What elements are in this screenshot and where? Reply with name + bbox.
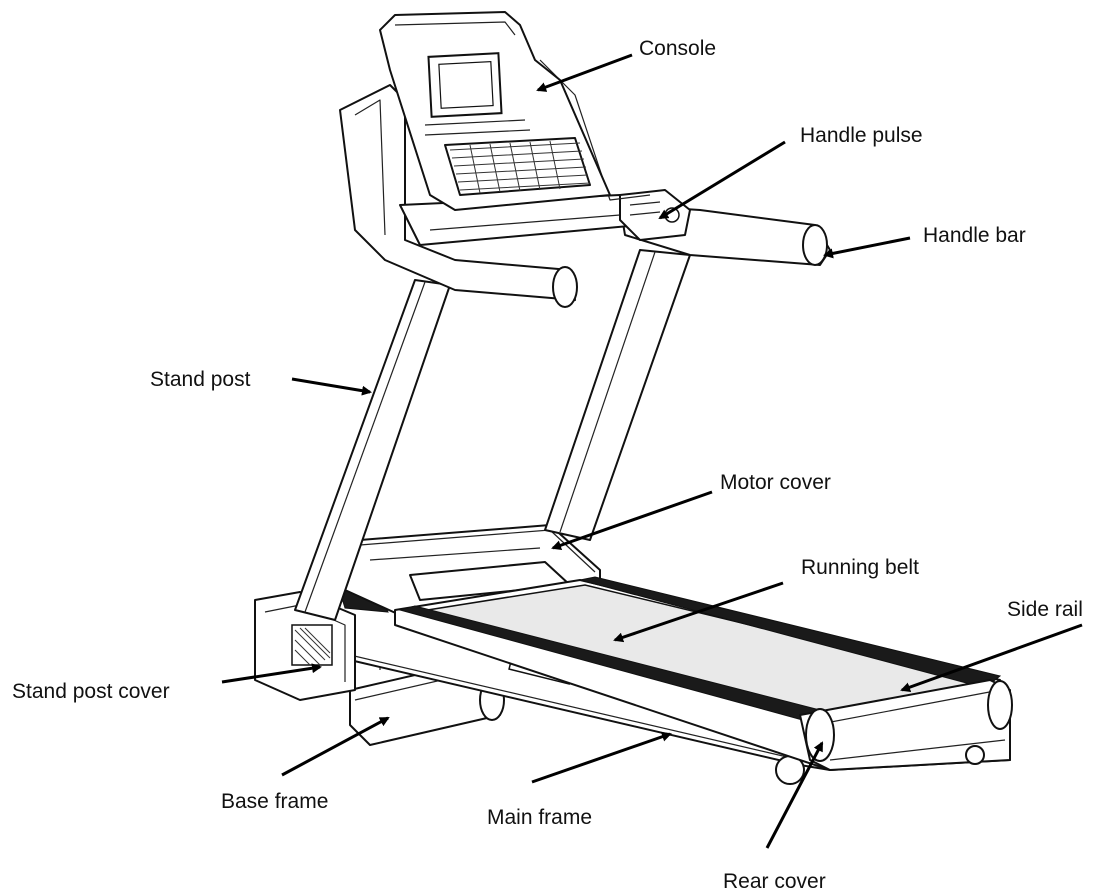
- label-stand-post: Stand post: [150, 368, 251, 391]
- arrow-stand-post: [291, 377, 372, 396]
- arrow-motor-cover: [551, 490, 713, 551]
- label-motor-cover: Motor cover: [720, 471, 831, 494]
- arrow-running-belt: [613, 581, 784, 643]
- label-console: Console: [639, 37, 716, 60]
- treadmill-illustration: [254, 11, 1013, 785]
- arrow-rear-cover: [765, 741, 824, 849]
- label-rear-cover: Rear cover: [723, 870, 826, 893]
- callout-arrows: [221, 53, 1083, 849]
- label-base-frame: Base frame: [221, 790, 328, 813]
- label-side-rail: Side rail: [1007, 598, 1083, 621]
- arrow-handle-bar: [823, 236, 911, 259]
- running-deck: [394, 576, 1013, 771]
- handle-pulse-sensor: [619, 189, 691, 241]
- callout-labels: Console Handle pulse Handle bar Stand po…: [12, 37, 1083, 893]
- arrow-side-rail: [900, 623, 1083, 692]
- arrow-main-frame: [531, 731, 672, 784]
- label-stand-post-cover: Stand post cover: [12, 680, 170, 703]
- console: [379, 11, 611, 211]
- arrow-console: [536, 53, 633, 92]
- label-main-frame: Main frame: [487, 806, 592, 829]
- label-handle-bar: Handle bar: [923, 224, 1026, 247]
- arrow-base-frame: [281, 716, 390, 777]
- label-running-belt: Running belt: [801, 556, 919, 579]
- side-rail-right: [579, 576, 1002, 689]
- console-vent: [444, 137, 591, 196]
- label-handle-pulse: Handle pulse: [800, 124, 923, 147]
- arrow-handle-pulse: [658, 140, 786, 220]
- arrow-stand-post-cover: [221, 663, 322, 684]
